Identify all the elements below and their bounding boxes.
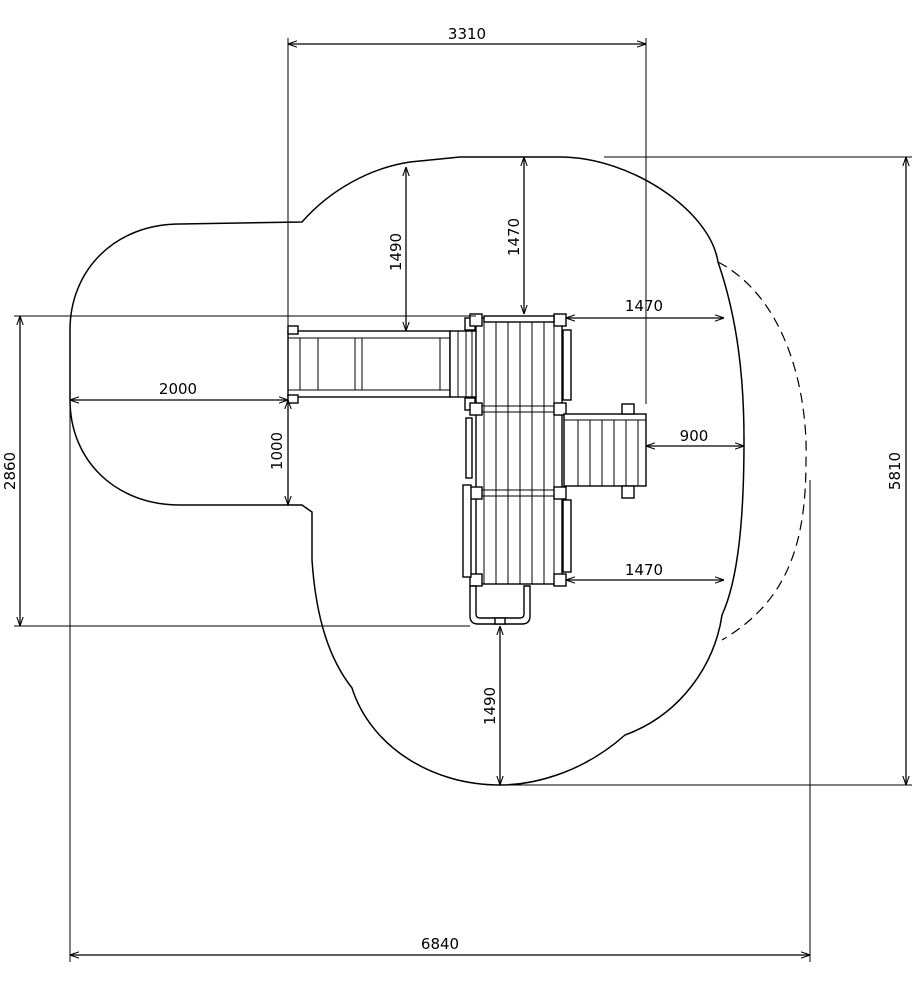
dim-900-label: 900 bbox=[680, 427, 709, 445]
dim-2000-label: 2000 bbox=[159, 380, 197, 398]
dim-3310-label: 3310 bbox=[448, 25, 486, 43]
dim-1490-bottom-label: 1490 bbox=[481, 687, 499, 725]
dim-6840: 6840 bbox=[69, 400, 811, 962]
bottom-step bbox=[469, 585, 531, 625]
dim-1470-right-upper: 1470 bbox=[566, 297, 724, 318]
dim-1470-right-lower-label: 1470 bbox=[625, 561, 663, 579]
dim-3310: 3310 bbox=[287, 25, 647, 404]
dim-1000-label: 1000 bbox=[268, 432, 286, 470]
safety-zone-outline bbox=[69, 156, 745, 786]
dim-1470-right-lower: 1470 bbox=[566, 561, 724, 580]
dim-6840-label: 6840 bbox=[421, 935, 459, 953]
dim-5810-label: 5810 bbox=[886, 452, 904, 490]
dashed-optional-zone bbox=[717, 261, 807, 641]
dim-1490-top-label: 1490 bbox=[387, 233, 405, 271]
dim-1470-top-label: 1470 bbox=[505, 218, 523, 256]
dim-1000: 1000 bbox=[268, 400, 288, 505]
right-platform bbox=[563, 403, 647, 499]
main-deck bbox=[462, 313, 572, 587]
dim-900: 900 bbox=[646, 427, 744, 446]
dim-1490-top: 1490 bbox=[387, 167, 406, 331]
dim-1470-top: 1470 bbox=[505, 157, 524, 314]
slide bbox=[287, 317, 479, 411]
dim-5810: 5810 bbox=[500, 156, 912, 786]
bottom-step-post bbox=[494, 617, 506, 625]
dim-1490-bottom: 1490 bbox=[481, 626, 500, 785]
dim-1470-right-upper-label: 1470 bbox=[625, 297, 663, 315]
dim-2000: 2000 bbox=[70, 380, 288, 400]
dim-2860: 2860 bbox=[1, 315, 476, 627]
dim-2860-label: 2860 bbox=[1, 452, 19, 490]
